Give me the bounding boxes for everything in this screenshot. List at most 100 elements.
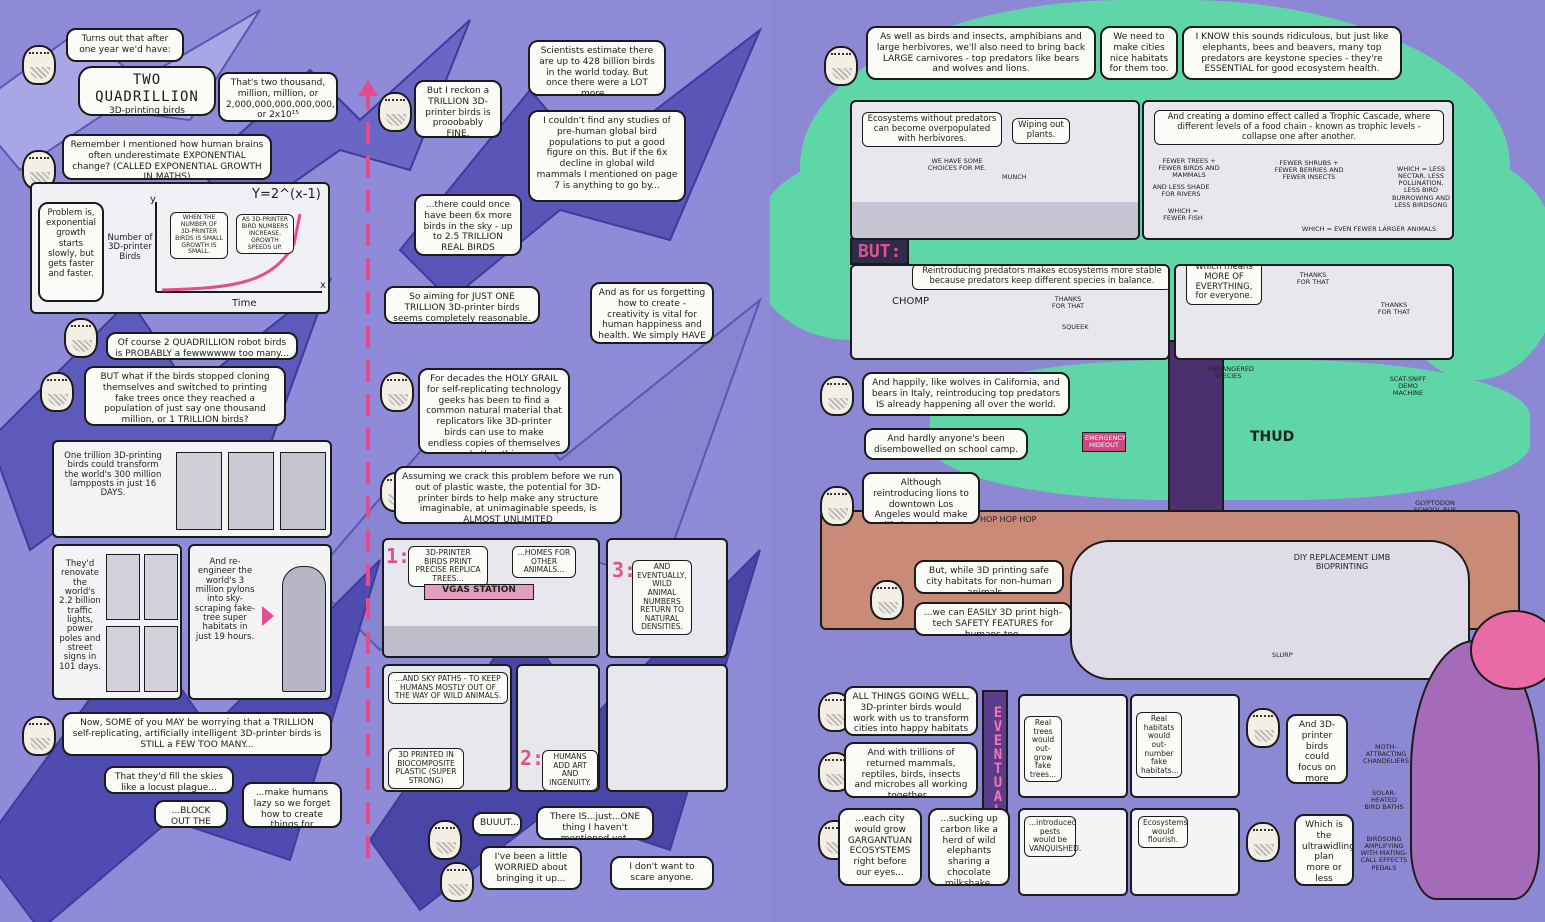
speech-bubble: Of course 2 QUADRILLION robot birds is P…: [106, 332, 298, 360]
dashed-arrow: [366, 88, 370, 858]
speech-bubble: ALL THINGS GOING WELL, 3D-printer birds …: [844, 686, 978, 736]
speech-bubble: And happily, like wolves in California, …: [862, 372, 1070, 416]
ground-illustration: [384, 626, 598, 656]
panel-caption: Which means MORE OF EVERYTHING, for ever…: [1186, 266, 1262, 306]
speech-bubble: So aiming for JUST ONE TRILLION 3D-print…: [384, 286, 540, 324]
tree-trunk: [1168, 340, 1224, 540]
panel-more-of-everything: Which means MORE OF EVERYTHING, for ever…: [1174, 264, 1454, 360]
narrator-face: [378, 92, 412, 132]
speech-bubble: ...make humans lazy so we forget how to …: [242, 782, 342, 828]
speech-bubble: But I reckon a TRILLION 3D-printer birds…: [414, 80, 502, 138]
panel-real-trees: Real trees would out-grow fake trees...: [1018, 694, 1128, 798]
speech-bubble-quadrillion: TWO QUADRILLION 3D-printing birds: [78, 66, 216, 116]
narrator-face: [1246, 708, 1280, 748]
speech-bubble: And 3D-printer birds could focus on more…: [1286, 714, 1348, 784]
bioprinting-label: DIY REPLACEMENT LIMB BIOPRINTING: [1293, 553, 1391, 571]
cascade-note: WHICH = LESS NECTAR, LESS POLLINATION, L…: [1392, 165, 1450, 209]
step-number: 2:: [520, 746, 545, 770]
lamppost-illustration: [176, 452, 222, 530]
cascade-note: FEWER SHRUBS + FEWER BERRIES AND FEWER I…: [1274, 159, 1344, 182]
speech-bubble: And hardly anyone's been disembowelled o…: [864, 428, 1028, 460]
speech-bubble: There IS...just...ONE thing I haven't me…: [536, 806, 654, 840]
panel-caption: ...introduced pests would be VANQUISHED.: [1024, 816, 1081, 857]
panel-wild-animals: [606, 664, 728, 792]
speech-bubble: Remember I mentioned how human brains of…: [62, 134, 272, 180]
panel-caption: HUMANS ADD ART AND INGENUITY.: [542, 750, 598, 790]
narrator-face: [380, 372, 414, 412]
panel-caption: Reintroducing predators makes ecosystems…: [912, 266, 1168, 290]
lamppost-illustration: [228, 452, 274, 530]
speech-bubble: We need to make cities nice habitats for…: [1100, 26, 1178, 80]
step-number: 1:: [386, 544, 411, 568]
invention-label: BIRDSONG AMPLIFYING WITH MATING-CALL EFF…: [1360, 835, 1408, 872]
panel-step-3: 3: AND EVENTUALLY, WILD ANIMAL NUMBERS R…: [606, 538, 728, 658]
narrator-face: [1246, 822, 1280, 862]
sound-effect: THANKS FOR THAT: [1377, 301, 1411, 317]
arrow-head: [358, 80, 378, 96]
narrator-face: [820, 486, 854, 526]
narrator-face: [428, 820, 462, 860]
panel-pests: ...introduced pests would be VANQUISHED.: [1018, 808, 1128, 896]
speech-bubble: Now, SOME of you MAY be worrying that a …: [62, 712, 332, 756]
panel-caption: AND EVENTUALLY, WILD ANIMAL NUMBERS RETU…: [632, 560, 692, 635]
sound-effect: THANKS FOR THAT: [1051, 295, 1085, 311]
sound-effect: THUD: [1250, 429, 1295, 445]
sound-effect: HOP HOP HOP: [980, 515, 1037, 524]
panel-step-1: 1: 3D-PRINTER BIRDS PRINT PRECISE REPLIC…: [382, 538, 600, 658]
graph-formula: Y=2^(x-1): [252, 187, 321, 202]
speech-bubble: Scientists estimate there are up to 428 …: [528, 40, 666, 96]
panel-traffic-lights: They'd renovate the world's 2.2 billion …: [52, 544, 182, 700]
panel-trophic-cascade: And creating a domino effect called a Tr…: [1142, 100, 1454, 240]
sound-effect: WE HAVE SOME CHOICES FOR ME.: [927, 157, 987, 173]
cascade-note: WHICH = EVEN FEWER LARGER ANIMALS: [1301, 225, 1437, 233]
quadrillion-subtext: 3D-printing birds: [109, 105, 185, 116]
speech-bubble: ...each city would grow GARGANTUAN ECOSY…: [838, 808, 922, 886]
speech-bubble: BUT what if the birds stopped cloning th…: [84, 366, 286, 426]
but-sign: BUT:: [850, 238, 910, 265]
cascade-note: WHICH = FEWER FISH: [1163, 207, 1203, 223]
narrator-face: [40, 372, 74, 412]
graph-y-label: Number of 3D-printer Birds: [107, 233, 153, 262]
narrator-face: [22, 716, 56, 756]
panel-pylons: And re-engineer the world's 3 million py…: [188, 544, 332, 700]
narrator-face: [820, 376, 854, 416]
speech-bubble: I don't want to scare anyone.: [610, 856, 714, 890]
arrow-icon: [262, 606, 274, 626]
speech-bubble: ...we can EASILY 3D print high-tech SAFE…: [914, 602, 1072, 636]
pylon-tree-illustration: [282, 566, 326, 692]
graph-x-axis-letter: x: [320, 280, 326, 291]
speech-bubble: Which is the ultrawidling plan more or l…: [1294, 814, 1354, 886]
cascade-note: FEWER TREES + FEWER BIRDS AND MAMMALS: [1158, 157, 1220, 180]
machine-label: SCAT-SNIFF DEMO MACHINE: [1389, 375, 1427, 398]
speech-bubble: ...BLOCK OUT THE SUN...: [154, 800, 228, 828]
invention-label: SOLAR-HEATED BIRD BATHS: [1364, 789, 1404, 812]
gramophone-horn: [1470, 610, 1545, 690]
narrator-face: [440, 862, 474, 902]
speech-bubble: As well as birds and insects, amphibians…: [866, 26, 1096, 80]
species-label: ENDANGERED SPECIES: [1208, 365, 1254, 381]
graph-note: WHEN THE NUMBER OF 3D-PRINTER BIRDS IS S…: [170, 212, 228, 260]
emergency-hideout-sign: EMERGENCY HIDEOUT: [1082, 432, 1126, 453]
exponential-graph-panel: Problem is, exponential growth starts sl…: [30, 182, 330, 314]
sound-effect: CHOMP: [892, 296, 930, 307]
right-page: As well as birds and insects, amphibians…: [770, 0, 1545, 922]
speech-bubble: But, while 3D printing safe city habitat…: [914, 560, 1064, 594]
traffic-light-illustration: [106, 554, 140, 620]
panel-text: One trillion 3D-printing birds could tra…: [64, 451, 162, 499]
panel-caption: ...HOMES FOR OTHER ANIMALS...: [512, 546, 576, 578]
panel-sky-paths: ...AND SKY PATHS - TO KEEP HUMANS MOSTLY…: [382, 664, 512, 792]
speech-bubble: I KNOW this sounds ridiculous, but just …: [1182, 26, 1402, 80]
speech-bubble: Assuming we crack this problem before we…: [394, 466, 622, 524]
graph-x-label: Time: [232, 298, 257, 309]
panel-step-2: 2: HUMANS ADD ART AND INGENUITY.: [516, 664, 600, 792]
panel-flourish: Ecosystems would flourish.: [1130, 808, 1240, 896]
panel-caption: Real habitats would out-number fake habi…: [1136, 712, 1182, 779]
panel-predators: Reintroducing predators makes ecosystems…: [850, 264, 1170, 360]
narrator-face: [22, 45, 56, 85]
gas-station-sign: VGAS STATION: [424, 584, 534, 600]
panel-text: They'd renovate the world's 2.2 billion …: [59, 559, 101, 672]
speech-bubble: I've been a little WORRIED about bringin…: [480, 846, 582, 890]
speech-bubble: Turns out that after one year we'd have:: [66, 28, 184, 62]
ground-illustration: [852, 202, 1138, 238]
left-page: Turns out that after one year we'd have:…: [0, 0, 770, 922]
